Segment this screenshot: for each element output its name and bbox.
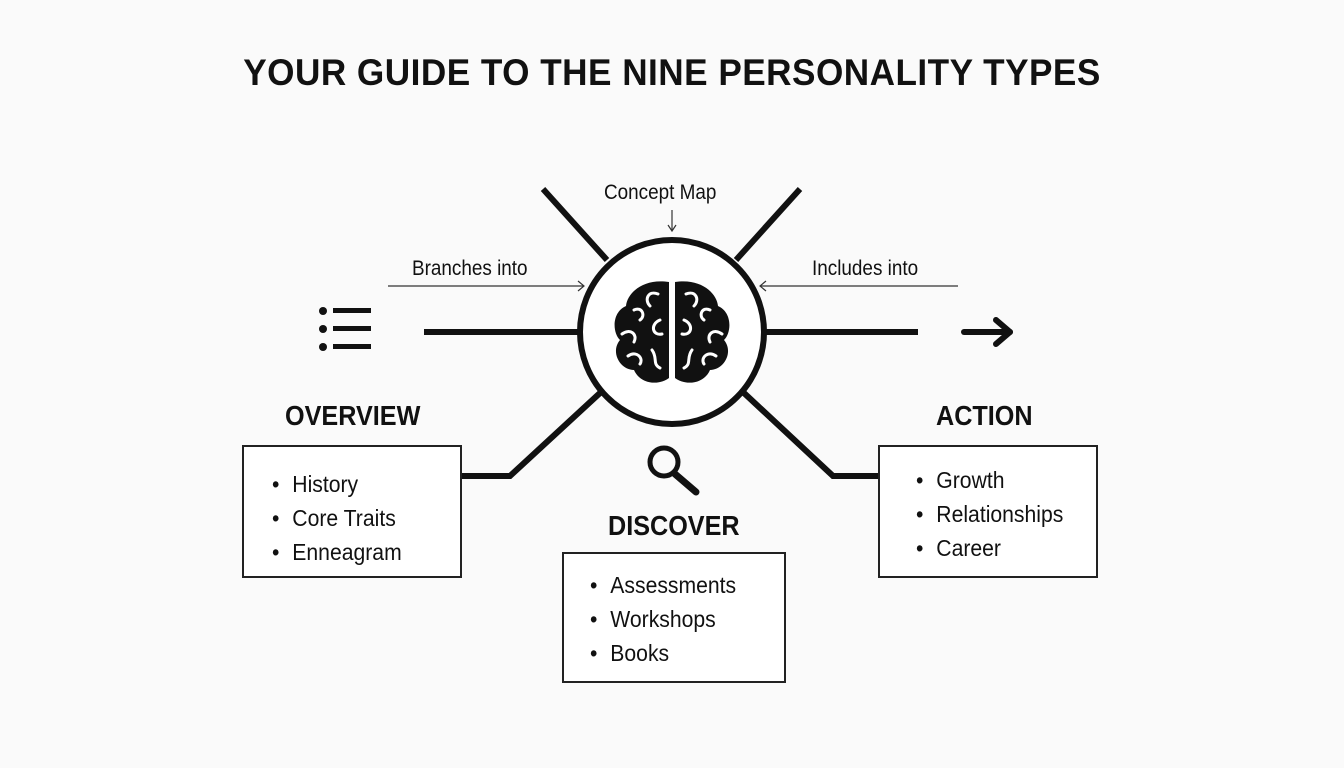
branch-line-overview: [462, 390, 603, 479]
center-label: Concept Map: [604, 181, 717, 204]
list-icon: [319, 307, 371, 351]
connector-label-left: Branches into: [412, 257, 528, 280]
branch-line-action: [741, 390, 878, 479]
discover-box: Assessments Workshops Books: [562, 552, 786, 683]
list-item: Relationships: [916, 497, 1082, 531]
discover-heading: DISCOVER: [608, 510, 740, 541]
list-item: Growth: [916, 463, 1082, 497]
center-circle: [577, 237, 767, 427]
diagonal-line-top-left: [540, 186, 610, 263]
brain-icon: [614, 281, 730, 383]
action-heading: ACTION: [936, 400, 1033, 431]
diagonal-line-top-right: [733, 186, 803, 263]
list-item: Career: [916, 531, 1082, 565]
list-item: History: [272, 467, 445, 501]
action-box: Growth Relationships Career: [878, 445, 1098, 578]
list-item: Enneagram: [272, 535, 445, 569]
page-title: YOUR GUIDE TO THE NINE PERSONALITY TYPES: [243, 52, 1101, 93]
overview-heading: OVERVIEW: [285, 400, 421, 431]
list-item: Core Traits: [272, 501, 445, 535]
connector-label-right: Includes into: [812, 257, 919, 280]
list-item: Assessments: [590, 568, 768, 602]
arrow-right-icon: [961, 317, 1013, 347]
overview-box: History Core Traits Enneagram: [242, 445, 462, 578]
magnifier-icon: [647, 445, 700, 496]
list-item: Workshops: [590, 602, 768, 636]
list-item: Books: [590, 636, 768, 670]
